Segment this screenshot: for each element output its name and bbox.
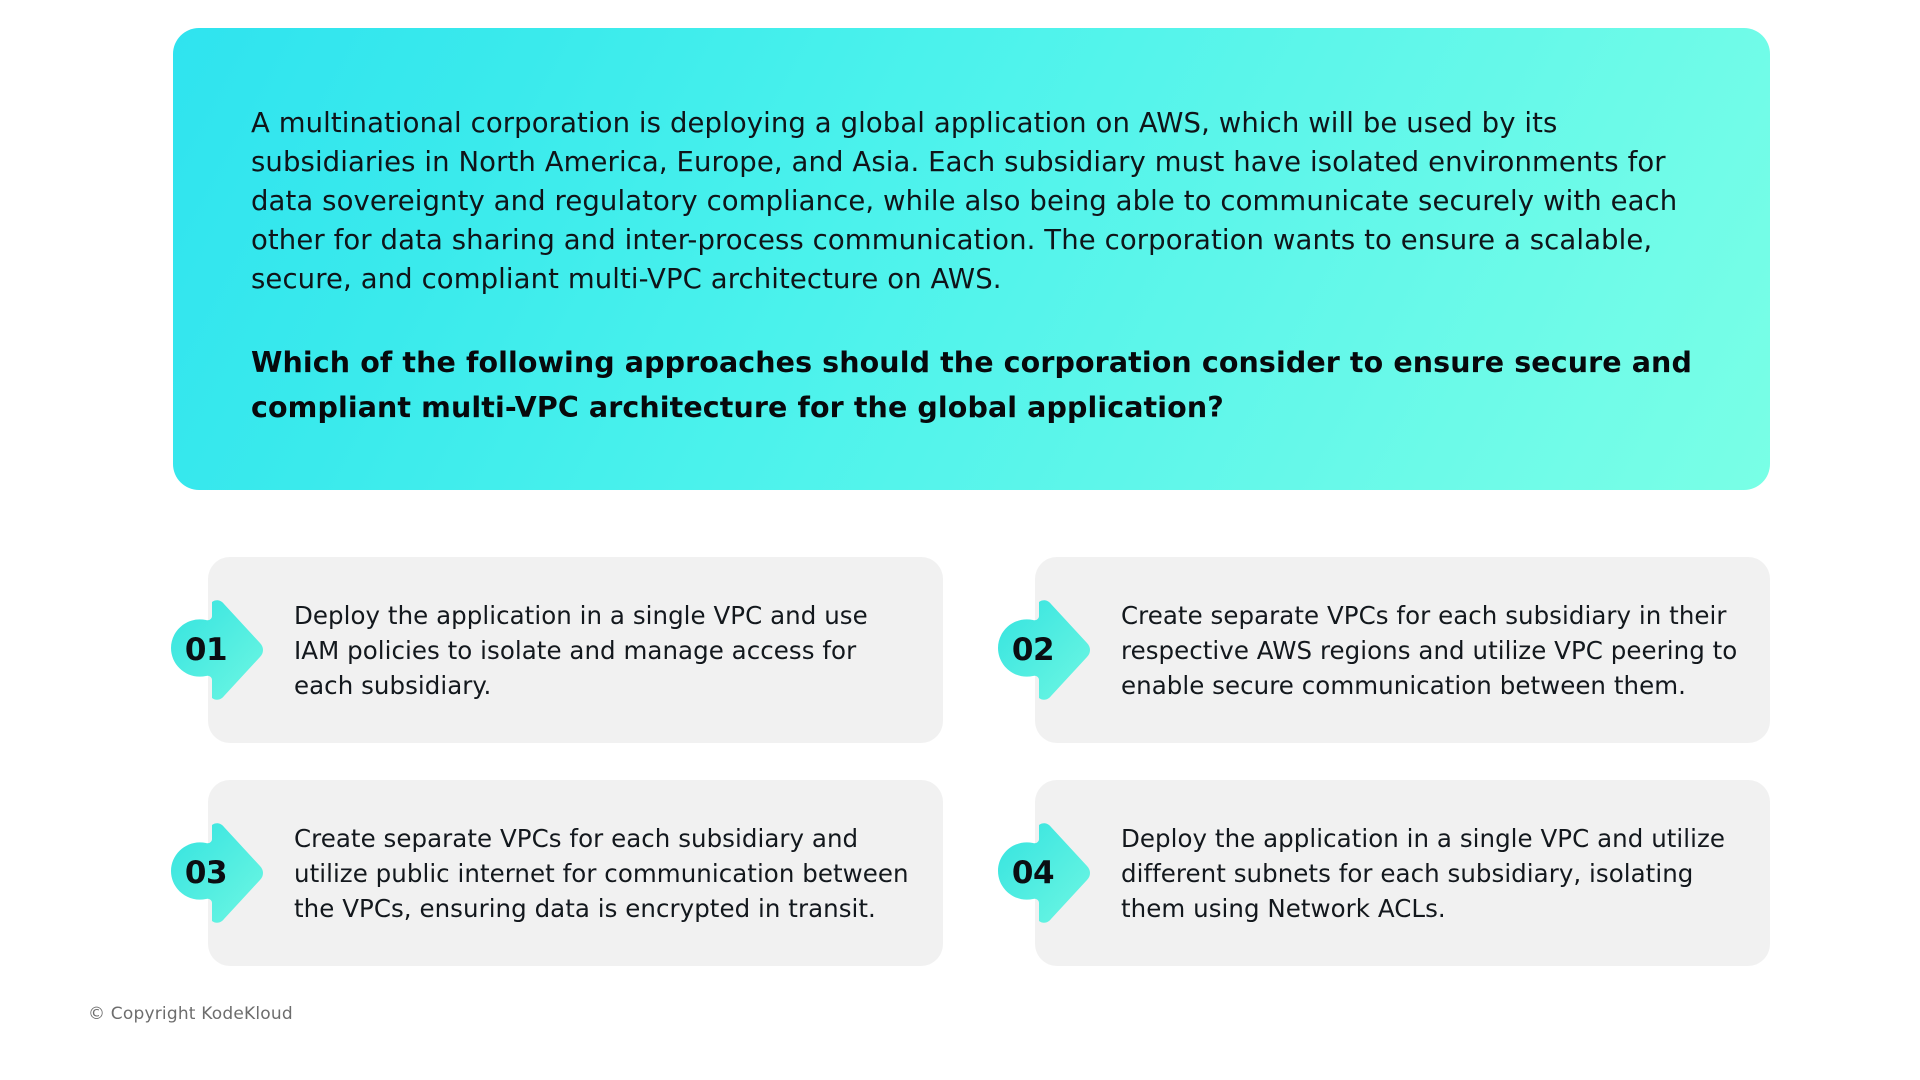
- option-number-03: 03: [184, 855, 228, 891]
- question-text: Which of the following approaches should…: [251, 346, 1692, 424]
- question-card: A multinational corporation is deploying…: [173, 28, 1770, 490]
- option-badge-03: 03: [168, 821, 268, 925]
- option-card-03[interactable]: 03 Create separate VPCs for each subsidi…: [171, 780, 943, 966]
- options-row-2: 03 Create separate VPCs for each subsidi…: [0, 780, 1920, 966]
- option-number-02: 02: [1011, 632, 1055, 668]
- option-text-03: Create separate VPCs for each subsidiary…: [294, 823, 909, 923]
- options-grid: 01 Deploy the application in a single VP…: [0, 557, 1920, 966]
- option-card-04[interactable]: 04 Deploy the application in a single VP…: [998, 780, 1770, 966]
- option-text-01: Deploy the application in a single VPC a…: [294, 600, 868, 700]
- scenario-paragraph: A multinational corporation is deploying…: [251, 107, 1678, 295]
- option-text-04: Deploy the application in a single VPC a…: [1121, 823, 1726, 923]
- option-badge-04: 04: [995, 821, 1095, 925]
- option-badge-02: 02: [995, 598, 1095, 702]
- option-badge-01: 01: [168, 598, 268, 702]
- copyright-footer: © Copyright KodeKloud: [88, 1004, 293, 1024]
- option-text-02: Create separate VPCs for each subsidiary…: [1121, 600, 1738, 700]
- option-number-01: 01: [184, 632, 228, 668]
- option-number-04: 04: [1011, 855, 1055, 891]
- options-row-1: 01 Deploy the application in a single VP…: [0, 557, 1920, 743]
- option-card-01[interactable]: 01 Deploy the application in a single VP…: [171, 557, 943, 743]
- option-card-02[interactable]: 02 Create separate VPCs for each subsidi…: [998, 557, 1770, 743]
